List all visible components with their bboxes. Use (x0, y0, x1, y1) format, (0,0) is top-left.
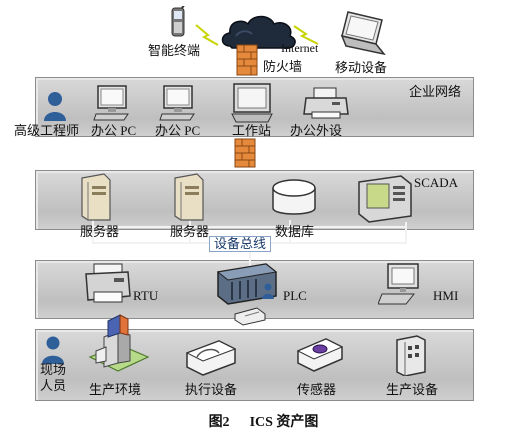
enterprise-item-engineer: 高级工程师 (14, 123, 80, 138)
enterprise-item-office-peripheral: 办公外设 (290, 123, 343, 138)
scada-label: SCADA (414, 175, 459, 190)
smart-phone-icon (168, 6, 188, 38)
server-icon-2 (171, 172, 207, 222)
internet-cloud-icon (220, 12, 298, 54)
laptop-icon (336, 10, 388, 58)
mobile-device-label: 移动设备 (335, 60, 388, 75)
enterprise-item-office-pc-1: 办公 PC (91, 123, 137, 138)
control-item-plc: PLC (283, 288, 307, 303)
wireless-link-right (293, 25, 319, 45)
field-item-production-environment: 生产环境 (89, 382, 142, 397)
production-environment-icon (86, 313, 152, 379)
enterprise-network-label: 企业网络 (409, 84, 462, 99)
actuator-device-icon (185, 339, 237, 377)
control-item-rtu: RTU (133, 288, 159, 303)
hmi-icon (378, 262, 426, 306)
field-item-actuator: 执行设备 (185, 382, 238, 397)
plc-icon (214, 262, 280, 306)
internet-label: Internet (281, 41, 319, 55)
database-icon (271, 178, 317, 218)
enterprise-item-workstation: 工作站 (232, 123, 272, 138)
scada-item-database: 数据库 (275, 224, 315, 239)
sensor-icon (296, 337, 344, 373)
engineer-person-icon (42, 91, 68, 121)
field-person-label: 现场 人员 (40, 362, 66, 394)
firewall-icon (236, 44, 258, 76)
field-person-label-text: 现场 人员 (40, 362, 67, 393)
workstation-icon (230, 82, 274, 124)
wireless-link-left (195, 24, 219, 46)
plc-operator-icon (261, 283, 275, 299)
firewall-top-label: 防火墙 (263, 59, 303, 74)
office-pc-icon-2 (158, 84, 198, 122)
figure-number: 图2 (208, 415, 230, 430)
enterprise-item-office-pc-2: 办公 PC (155, 123, 201, 138)
device-bus-label: 设备总线 (209, 236, 272, 252)
firewall-middle-icon (234, 138, 256, 168)
office-pc-icon-1 (92, 84, 132, 122)
smart-terminal-label: 智能终端 (148, 43, 201, 58)
scada-monitor-icon (357, 174, 413, 224)
field-item-production-equipment: 生产设备 (386, 382, 439, 397)
server-icon-1 (78, 172, 114, 222)
office-peripheral-printer-icon (302, 86, 350, 120)
scada-item-server-2: 服务器 (170, 224, 210, 239)
figure-caption: 图2 ICS 资产图 (0, 411, 527, 431)
production-equipment-icon (393, 334, 429, 376)
control-item-hmi: HMI (433, 288, 459, 303)
figure-title: ICS 资产图 (249, 415, 319, 430)
field-person-icon (40, 336, 66, 364)
field-connector-device-icon (233, 306, 267, 326)
rtu-icon (84, 262, 132, 306)
scada-item-server-1: 服务器 (80, 224, 120, 239)
field-item-sensor: 传感器 (297, 382, 337, 397)
